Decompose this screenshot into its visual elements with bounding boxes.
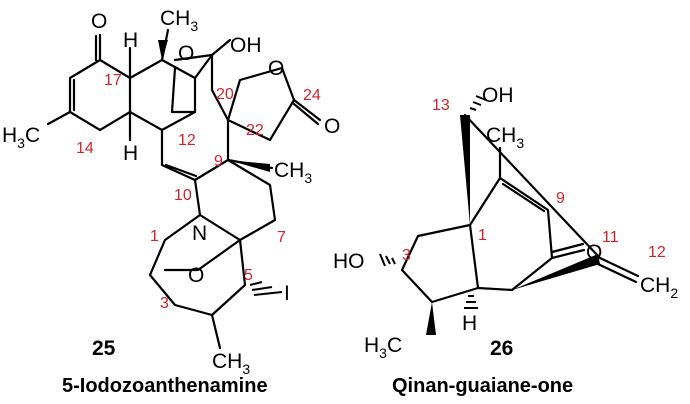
- atom-bridge-o: O: [188, 264, 204, 287]
- locant-12: 12: [648, 244, 666, 261]
- locant-17: 17: [104, 72, 122, 89]
- lactone-ring: [226, 66, 296, 142]
- locant-3: 3: [402, 247, 411, 264]
- methyl-bottom-bond: [210, 313, 222, 350]
- atom-h-top: H: [123, 29, 138, 52]
- compound-id-25: 25: [92, 337, 116, 360]
- atom-lactone-o: O: [268, 57, 284, 80]
- methyl-bond-left: [46, 110, 72, 126]
- iodine-hash: [249, 281, 283, 296]
- atom-ketone-o: O: [586, 241, 602, 264]
- locant-22: 22: [246, 122, 264, 139]
- locant-14: 14: [76, 140, 94, 157]
- lactone-carbonyl: [292, 98, 322, 126]
- locant-11: 11: [602, 229, 619, 246]
- atom-oh: OH: [230, 34, 262, 57]
- wedge-top-methyl: [158, 40, 168, 60]
- ketone-double-bond: [94, 33, 102, 62]
- atom-h-ring: H: [462, 312, 477, 335]
- locant-24: 24: [303, 87, 321, 104]
- alkene-c10: [164, 163, 198, 178]
- atom-methyl-top: CH3: [160, 7, 198, 34]
- atom-h3c: H3C: [364, 334, 402, 361]
- h-hash: [464, 295, 478, 309]
- atom-methyl: CH3: [486, 124, 524, 151]
- bridge-c12: [170, 66, 197, 114]
- atom-ketone-o: O: [91, 10, 107, 33]
- locant-20: 20: [216, 86, 234, 103]
- atom-carbonyl-o: O: [324, 115, 340, 138]
- atom-ch2: CH2: [640, 274, 678, 301]
- atom-methyl-c9: CH3: [274, 159, 312, 186]
- wedge-bridge-c13: [460, 115, 470, 225]
- alkene-c9: [501, 182, 546, 213]
- compound-id-26: 26: [490, 337, 513, 360]
- bridge-o: [163, 238, 242, 272]
- locant-3: 3: [160, 295, 169, 312]
- locant-9: 9: [556, 190, 565, 207]
- ketone-bond: [550, 242, 586, 260]
- bridge-c13-c11: [463, 113, 602, 260]
- compound-name-25: 5-Iodozoanthenamine: [62, 375, 268, 397]
- locant-10: 10: [174, 187, 192, 204]
- ring-d: [193, 158, 277, 242]
- ring-b: [128, 58, 197, 132]
- ring-c: [160, 88, 230, 182]
- compound-name-26: Qinan-guaiane-one: [392, 375, 573, 397]
- wedge-c9-methyl: [228, 160, 270, 172]
- methylene-double: [596, 256, 640, 284]
- locant-5: 5: [244, 267, 253, 284]
- wedge-c11: [512, 254, 600, 290]
- ring-e: [148, 213, 247, 317]
- structure-25: O H CH3 OH O O O H3C H CH3 N O I CH3 17 …: [2, 7, 340, 397]
- locant-13: 13: [432, 97, 450, 114]
- atom-epoxide-o: O: [178, 42, 194, 65]
- locant-12: 12: [178, 132, 196, 149]
- atom-h3c-left: H3C: [2, 124, 40, 151]
- atom-h-bottom: H: [123, 142, 138, 165]
- ring-five: [400, 223, 480, 304]
- locant-7: 7: [277, 229, 286, 246]
- locant-1: 1: [150, 228, 159, 245]
- locant-1: 1: [478, 227, 487, 244]
- oh-bond: [210, 38, 232, 57]
- atom-ho-left: HO: [333, 250, 365, 273]
- atom-iodine: I: [284, 282, 290, 305]
- ring-a: [68, 58, 132, 132]
- atom-n: N: [192, 222, 207, 245]
- structure-26: OH CH3 HO O CH2 H3C H 13 9 11 12 1 3 26 …: [333, 84, 678, 397]
- oh-hash: [469, 95, 487, 111]
- atom-methyl-bottom: CH3: [212, 350, 250, 377]
- locant-9: 9: [214, 153, 223, 170]
- ho-hash: [379, 253, 396, 267]
- wedge-methyl-bottom: [426, 302, 436, 335]
- atom-oh-top: OH: [482, 84, 514, 107]
